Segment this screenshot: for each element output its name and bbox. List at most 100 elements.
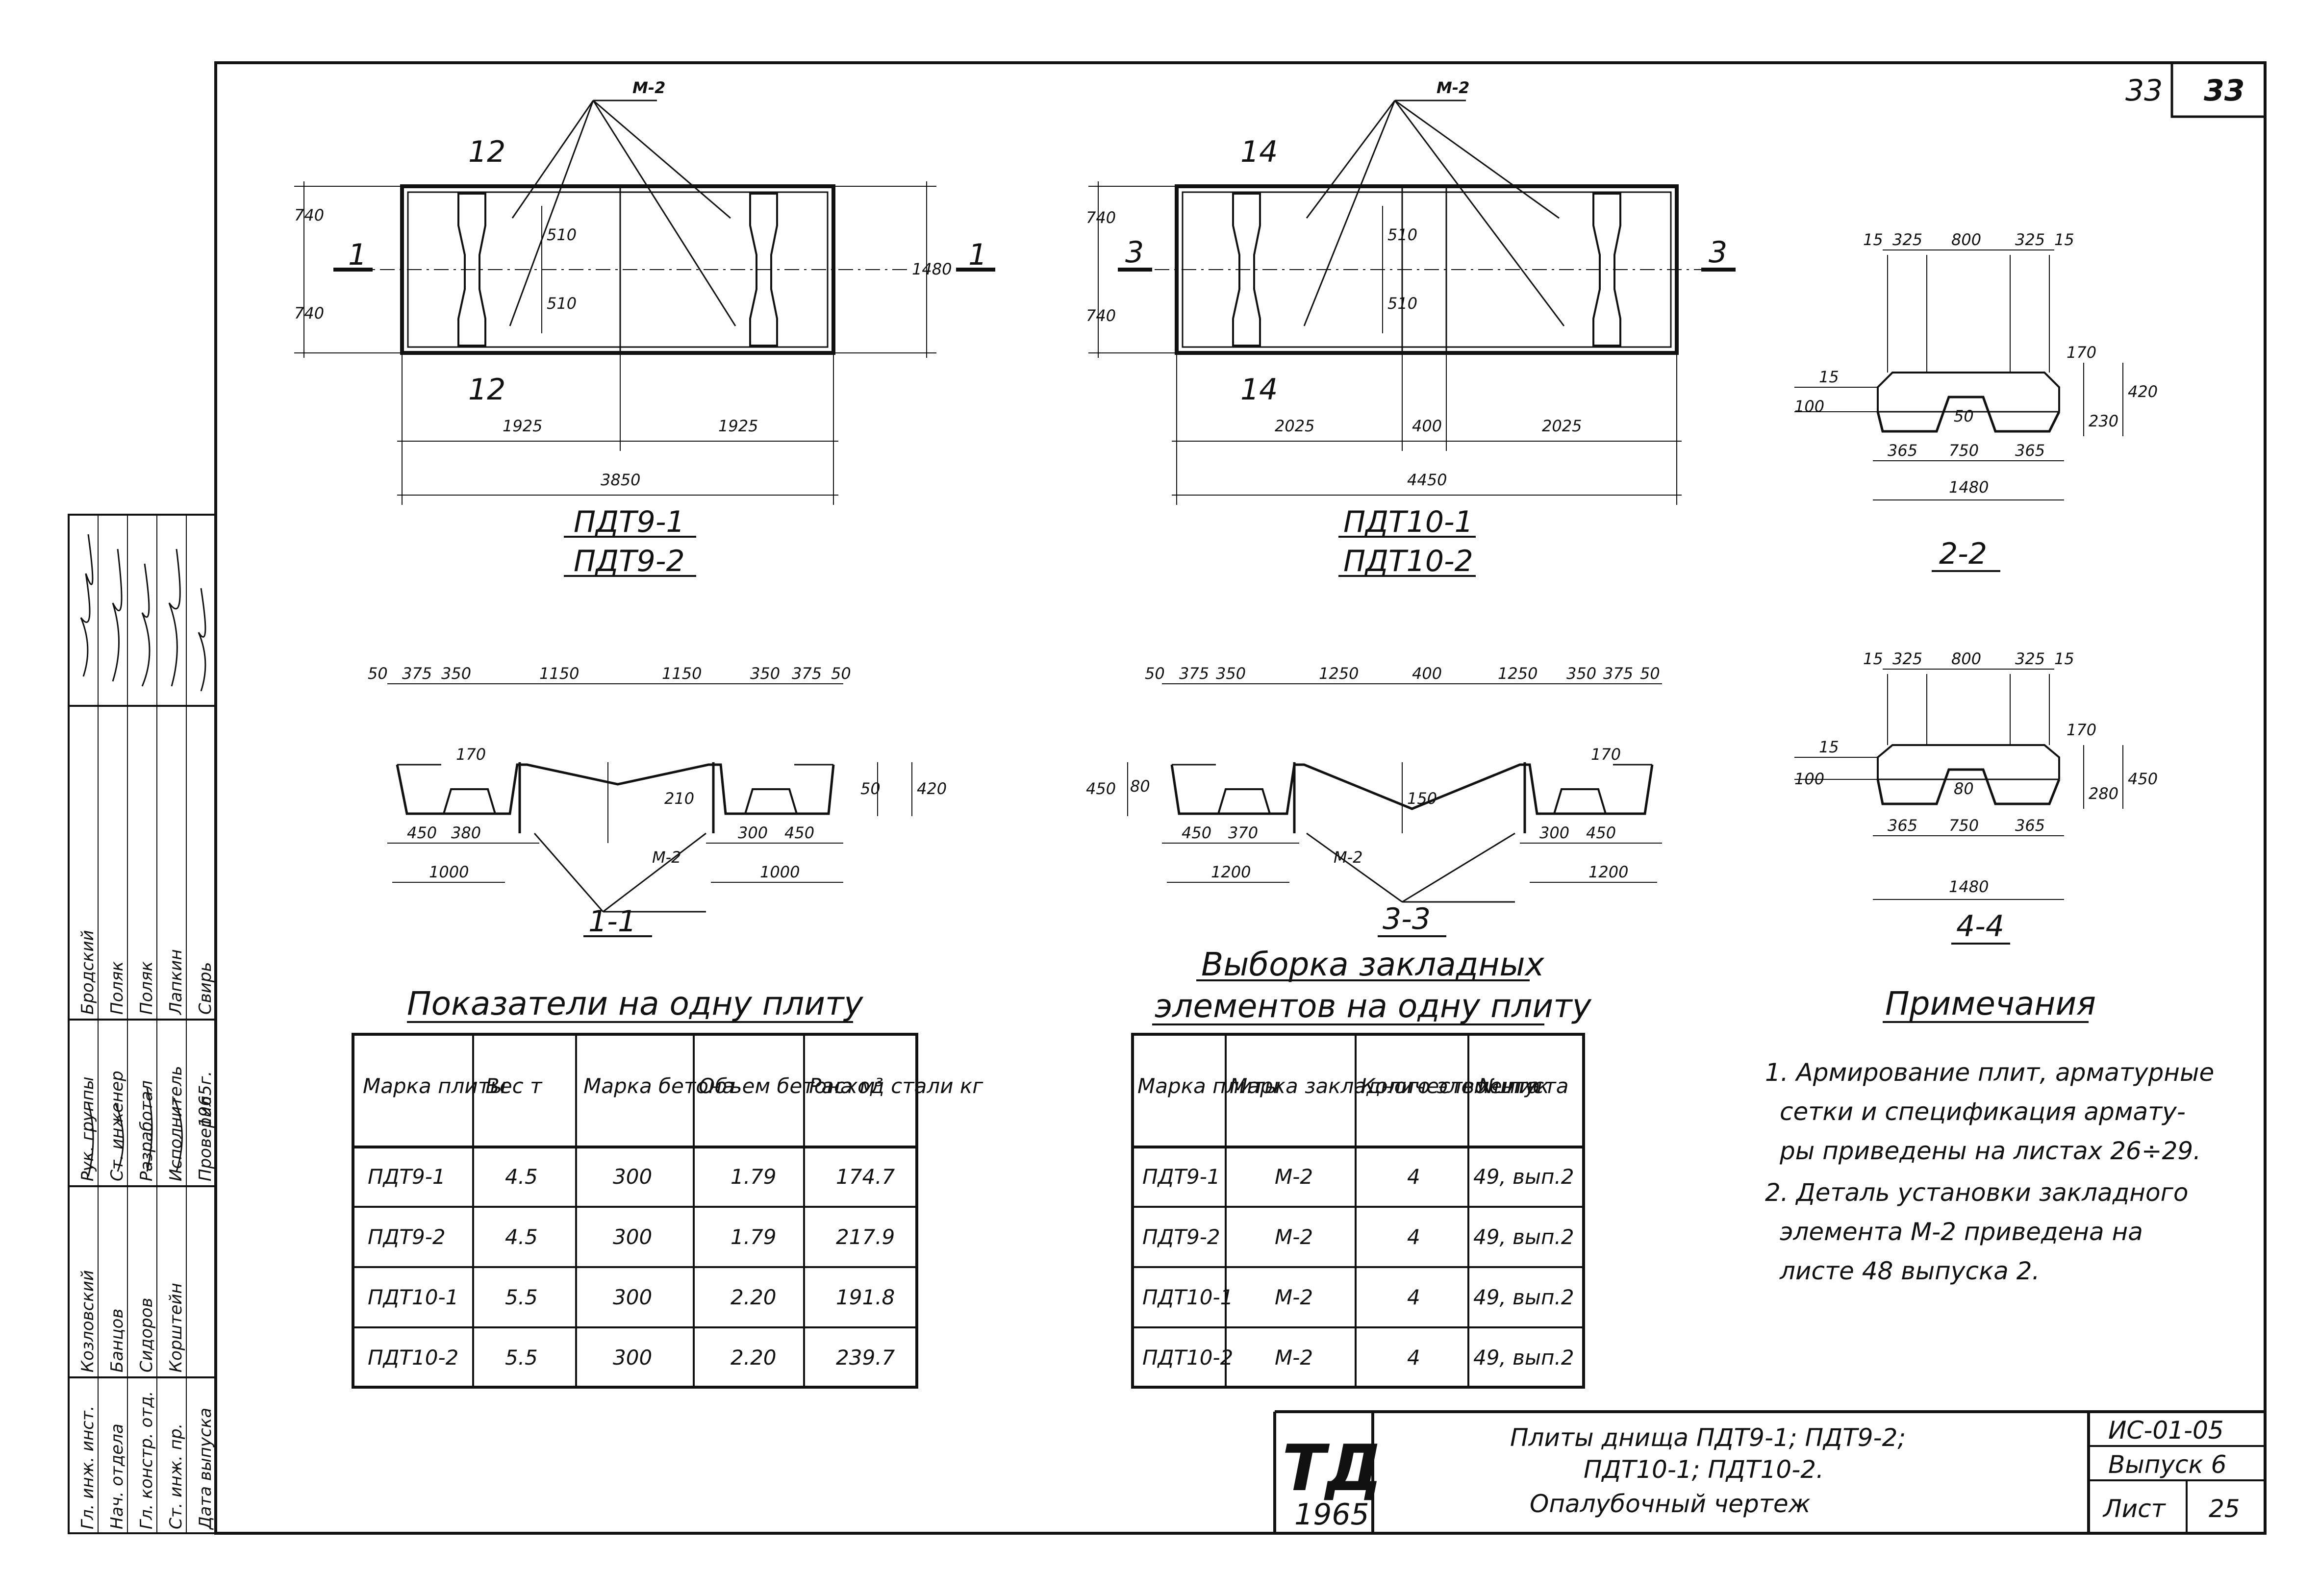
sidebar-year: 1965г.	[196, 1071, 215, 1127]
sec22-d170: 170	[2067, 343, 2096, 362]
sec22-dim: 325	[2015, 230, 2045, 249]
sec11-label: 1-1	[588, 904, 636, 939]
table-cell: ПДТ9-2	[368, 1225, 446, 1249]
sidebar-role2: Нач. отдела	[107, 1423, 127, 1529]
title-block-grid	[1273, 1410, 2265, 1533]
stamp-year: 1965	[1294, 1497, 1369, 1532]
plan2-label2: ПДТ10-2	[1343, 544, 1473, 578]
sec33-d150: 150	[1407, 789, 1437, 808]
plan1-label1: ПДТ9-1	[574, 505, 685, 539]
sec33-d170: 170	[1591, 745, 1621, 764]
sec11-dim: 1150	[539, 664, 579, 683]
table-cell: 217.9	[836, 1225, 895, 1249]
table-cell: 4	[1407, 1346, 1420, 1370]
plan2-dim-seg2: 400	[1412, 417, 1442, 435]
note-line: элемента М-2 приведена на	[1780, 1218, 2143, 1246]
sec33-dim: 1250	[1498, 664, 1538, 683]
table-cell: 239.7	[836, 1346, 895, 1370]
sec33-dim: 375	[1603, 664, 1633, 683]
table-cell: 49, вып.2	[1473, 1285, 1574, 1309]
plan-pdt10	[1088, 100, 1736, 577]
title-line3: Опалубочный чертеж	[1530, 1490, 1811, 1518]
plan2-dim-left-bottom: 740	[1086, 306, 1116, 325]
indicators-header: Расход стали кг	[809, 1074, 983, 1098]
sec44-dim: 325	[1892, 649, 1922, 668]
sheet-number-box-text: 33	[2204, 74, 2245, 108]
plan1-cut-top: 12	[468, 135, 505, 169]
sec22-d100: 100	[1794, 397, 1824, 416]
table-cell: 49, вып.2	[1473, 1225, 1574, 1249]
sec33-bot-total-left: 1200	[1211, 863, 1251, 881]
note-line: 2. Деталь установки закладного	[1765, 1178, 2188, 1207]
table-cell: 2.20	[731, 1346, 777, 1370]
section-2-2	[1794, 249, 2123, 572]
plan1-dim-seg1: 1925	[503, 417, 542, 435]
sec11-bot-dim: 450	[407, 823, 437, 842]
sec33-d450: 450	[1086, 779, 1116, 798]
plan1-dim-left-top: 740	[294, 206, 324, 224]
sec44-dim: 15	[2054, 649, 2074, 668]
plan2-section-mark-right: 3	[1709, 235, 1727, 270]
sec11-d170: 170	[456, 745, 486, 764]
sec22-label: 2-2	[1939, 537, 1987, 571]
section-3-3	[1127, 683, 1662, 937]
table-cell: ПДТ10-1	[368, 1285, 458, 1309]
table-cell: ПДТ9-2	[1142, 1225, 1220, 1249]
sec22-dim: 325	[1892, 230, 1922, 249]
table-cell: ПДТ9-1	[1142, 1165, 1220, 1189]
indicators-rows: ПДТ9-1 4.5 300 1.79 174.7 ПДТ9-2 4.5 300…	[368, 1165, 895, 1370]
sec11-dim: 50	[368, 664, 388, 683]
sec11-d210: 210	[664, 789, 694, 808]
embedded-rows: ПДТ9-1 М-2 4 49, вып.2 ПДТ9-2 М-2 4 49, …	[1142, 1165, 1574, 1370]
notes-title: Примечания	[1885, 985, 2096, 1022]
sec11-bot-dim: 450	[784, 823, 814, 842]
sec44-d280: 280	[2089, 784, 2118, 803]
stamp-logo: ТД	[1282, 1431, 1382, 1505]
indicators-header: Объем бетона м³	[699, 1074, 883, 1098]
title-line1: Плиты днища ПДТ9-1; ПДТ9-2;	[1510, 1423, 1906, 1452]
embedded-header: Количество штук	[1361, 1074, 1549, 1098]
sidebar-text: Рук. группы Ст. инженер Разработал Испол…	[78, 930, 215, 1530]
table-cell: ПДТ10-2	[1142, 1346, 1233, 1370]
sec11-dim: 1150	[662, 664, 702, 683]
sec22-d420: 420	[2128, 382, 2158, 401]
table-cell: 4.5	[505, 1165, 538, 1189]
sec33-dim: 350	[1216, 664, 1246, 683]
table-cell: 2.20	[731, 1285, 777, 1309]
plan2-cut-top: 14	[1240, 135, 1278, 169]
embedded-header: Марка закладного элемента	[1230, 1074, 1540, 1098]
sec33-bot-dim: 300	[1539, 823, 1569, 842]
table-cell: 191.8	[836, 1285, 895, 1309]
plan2-label1: ПДТ10-1	[1343, 505, 1473, 539]
table-cell: 1.79	[731, 1225, 777, 1249]
sec11-d50: 50	[860, 779, 881, 798]
section-4-4	[1794, 669, 2123, 945]
sec44-dim: 800	[1951, 649, 1981, 668]
plan2-dim-inner-bottom: 510	[1387, 294, 1417, 313]
sec11-bot-dim: 380	[451, 823, 481, 842]
sec33-top-dims: 50 375 350 1250 400 1250 350 375 50	[1145, 664, 1660, 683]
plan2-dim-inner-top: 510	[1387, 225, 1417, 244]
sidebar-name: Лапкин	[166, 949, 186, 1016]
sec22-dim: 800	[1951, 230, 1981, 249]
plan2-section-mark-left: 3	[1125, 235, 1144, 270]
plan2-dim-total: 4450	[1407, 471, 1447, 489]
doc-code: ИС-01-05	[2108, 1416, 2224, 1445]
sidebar-footer: Дата выпуска	[196, 1408, 215, 1530]
table-cell: 4.5	[505, 1225, 538, 1249]
table-cell: 4	[1407, 1225, 1420, 1249]
sec11-dim: 375	[402, 664, 432, 683]
issue-no: Выпуск 6	[2108, 1450, 2226, 1479]
sidebar-grid	[68, 514, 217, 1534]
plan1-dim-seg2: 1925	[718, 417, 758, 435]
plan2-dim-seg3: 2025	[1542, 417, 1582, 435]
sec44-bot-total: 1480	[1949, 877, 1989, 896]
note-line: листе 48 выпуска 2.	[1779, 1257, 2040, 1285]
plan-pdt9	[294, 100, 995, 577]
sec22-bot-dim: 750	[1949, 441, 1979, 460]
table-cell: 5.5	[505, 1346, 538, 1370]
sidebar-role: Разработал	[137, 1080, 156, 1181]
table-cell: 49, вып.2	[1473, 1165, 1574, 1189]
table-cell: 4	[1407, 1285, 1420, 1309]
sec22-bot-dim: 365	[2015, 441, 2045, 460]
